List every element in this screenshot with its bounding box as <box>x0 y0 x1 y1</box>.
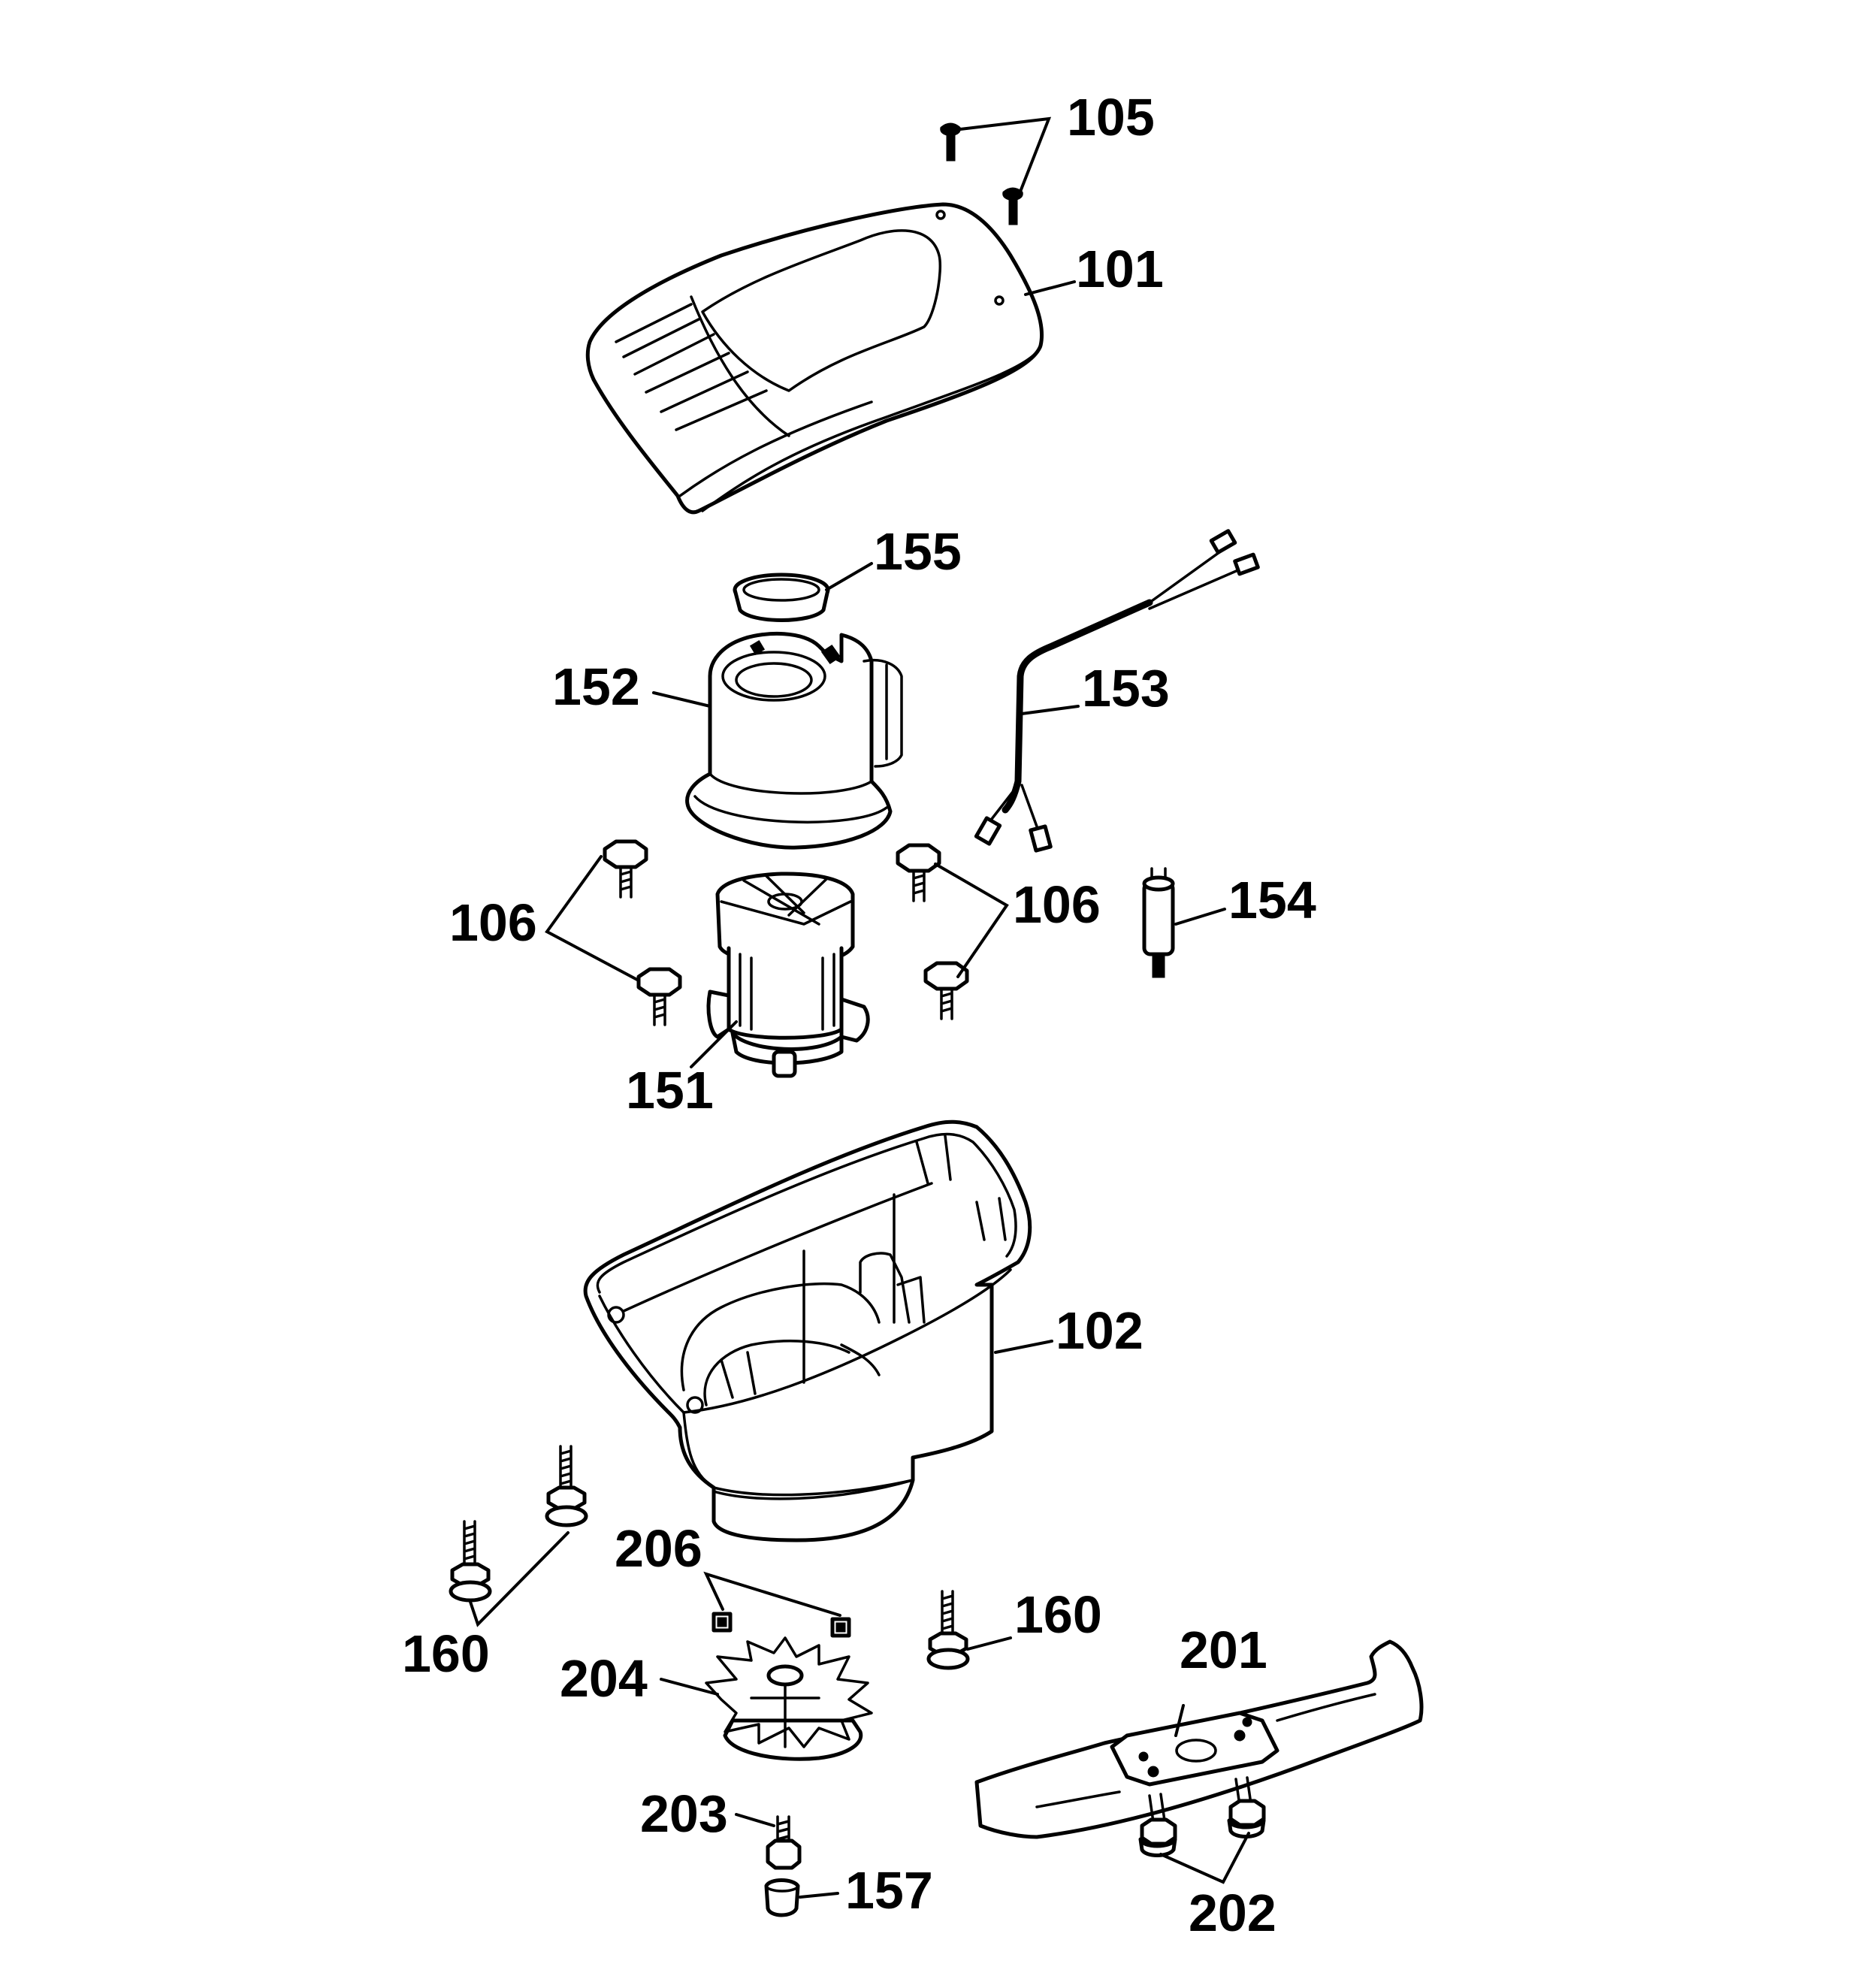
screw-160-b <box>449 1520 492 1603</box>
washer-157 <box>764 1878 800 1917</box>
capacitor-154 <box>1142 867 1175 978</box>
ring-155 <box>733 573 830 622</box>
screw-160-c <box>926 1590 970 1670</box>
label-206: 206 <box>615 1519 702 1578</box>
bolt-202-a <box>1138 1793 1177 1857</box>
label-155: 155 <box>874 522 962 581</box>
motor-151 <box>706 872 870 1078</box>
leader-160-right <box>966 1636 1012 1651</box>
label-105: 105 <box>1067 88 1155 147</box>
bolt-202-b <box>1227 1776 1266 1838</box>
leader-105 <box>959 116 1052 193</box>
label-101: 101 <box>1076 240 1164 298</box>
label-106-left: 106 <box>449 893 537 952</box>
label-157: 157 <box>845 1861 933 1920</box>
label-102: 102 <box>1056 1301 1144 1360</box>
label-201: 201 <box>1180 1621 1267 1679</box>
label-152: 152 <box>552 657 640 716</box>
leader-203 <box>735 1813 775 1827</box>
leader-201 <box>1174 1704 1185 1737</box>
blade-201 <box>974 1639 1424 1839</box>
leader-206 <box>703 1571 841 1617</box>
motor-housing-152 <box>685 632 903 850</box>
label-204: 204 <box>560 1649 648 1708</box>
label-151: 151 <box>626 1061 714 1119</box>
leader-106-right <box>934 863 1009 978</box>
leader-204 <box>660 1678 719 1696</box>
screw-105-b <box>1002 187 1023 225</box>
screw-106-b <box>636 967 682 1026</box>
label-106-right: 106 <box>1013 875 1101 934</box>
label-160-right: 160 <box>1014 1585 1102 1644</box>
leader-154 <box>1174 908 1226 926</box>
leader-155 <box>825 562 873 591</box>
screw-106-c <box>896 843 941 902</box>
nut-206-b <box>830 1617 851 1638</box>
label-154: 154 <box>1228 871 1316 929</box>
leader-101 <box>1024 280 1076 296</box>
fan-204 <box>705 1636 873 1761</box>
bolt-203 <box>766 1815 802 1870</box>
nut-206-a <box>711 1612 733 1633</box>
leader-102 <box>994 1340 1053 1354</box>
label-153: 153 <box>1082 659 1170 718</box>
leader-160-left <box>469 1531 569 1627</box>
screw-160-a <box>545 1445 588 1527</box>
leader-153 <box>1020 705 1080 715</box>
deck-housing-102 <box>583 1119 1032 1542</box>
leader-106-left <box>545 855 640 982</box>
wire-harness-153 <box>974 529 1260 853</box>
screw-105-a <box>940 122 961 162</box>
label-202: 202 <box>1189 1884 1276 1942</box>
screw-106-d <box>923 961 969 1020</box>
leader-151 <box>690 1020 738 1068</box>
leader-202 <box>1159 1832 1250 1884</box>
top-cover-101 <box>585 202 1044 515</box>
screw-106-a <box>603 839 648 899</box>
leader-157 <box>799 1892 839 1899</box>
leader-152 <box>652 691 711 708</box>
label-160-left: 160 <box>402 1624 490 1683</box>
label-203: 203 <box>640 1784 728 1843</box>
